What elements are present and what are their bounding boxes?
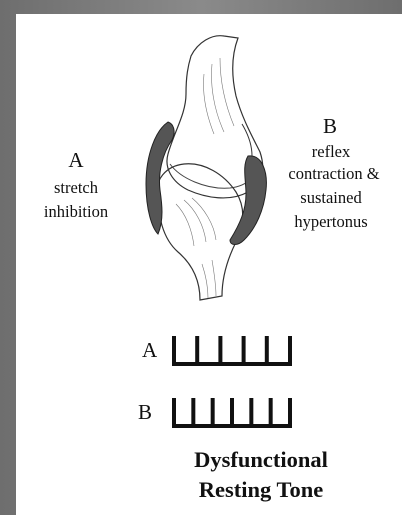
- trace-b-letter: B: [138, 400, 152, 425]
- label-b-letter: B: [310, 114, 350, 139]
- figure-title-line1: Dysfunctional: [136, 446, 386, 474]
- tendon-b: [242, 124, 252, 156]
- label-a-line2: inhibition: [22, 202, 130, 222]
- trace-a-comb: [168, 332, 298, 368]
- trace-a-letter: A: [142, 338, 157, 363]
- label-b-line3: sustained: [266, 188, 396, 208]
- label-a-letter: A: [56, 148, 96, 173]
- label-b-line4: hypertonus: [266, 212, 396, 232]
- muscle-a: [146, 122, 174, 234]
- figure-paper: A stretch inhibition B reflex contractio…: [16, 14, 402, 515]
- trace-b-comb: [168, 394, 298, 430]
- trace-row-b: B: [16, 392, 402, 432]
- bone-shading: [176, 58, 234, 298]
- figure-title-line2: Resting Tone: [136, 476, 386, 504]
- muscle-b: [230, 156, 266, 245]
- label-b-line1: reflex: [266, 142, 396, 162]
- trace-row-a: A: [16, 330, 402, 370]
- label-b-line2: contraction &: [266, 164, 402, 184]
- label-a-line1: stretch: [24, 178, 128, 198]
